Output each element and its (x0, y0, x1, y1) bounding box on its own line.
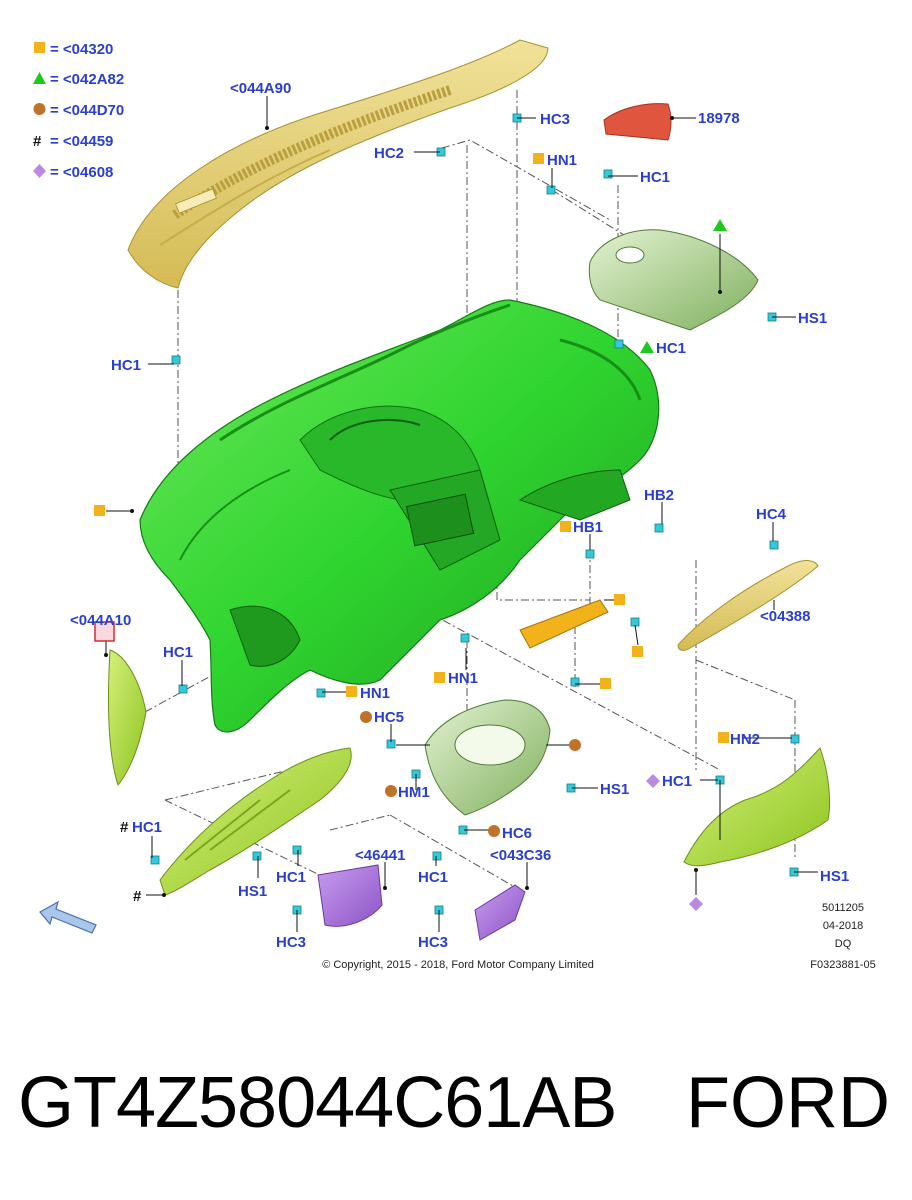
legend: = <04320 = <042A82 = <044D70 # = <04459 … (33, 41, 124, 181)
legend-entry-04608: = <04608 (50, 164, 113, 181)
cover-18978 (603, 103, 672, 141)
label-hn1-top: HN1 (547, 152, 577, 169)
label-hm1: HM1 (398, 784, 430, 801)
square-marker-icon (434, 672, 445, 683)
label-hc1-diamond: HC1 (662, 773, 692, 790)
legend-circle-icon (33, 103, 46, 115)
square-marker-icon (718, 732, 729, 743)
legend-hash-icon: # (33, 133, 42, 150)
label-hb2: HB2 (644, 487, 674, 504)
label-hc3-bottom-a: HC3 (276, 934, 306, 951)
brand-name: FORD (686, 1063, 890, 1143)
label-upper-pad: <044A90 (230, 80, 291, 97)
drawing-meta: 5011205 04-2018 DQ F0323881-05 © Copyrig… (322, 902, 876, 971)
legend-square-icon (34, 42, 45, 53)
hash-marker-icon: # (120, 819, 129, 836)
circle-marker-icon (488, 825, 500, 837)
legend-triangle-icon (33, 72, 46, 84)
leader-lines (104, 96, 818, 932)
instrument-panel-main (139, 299, 660, 733)
legend-entry-04459: = <04459 (50, 133, 113, 150)
label-hc6: HC6 (502, 825, 532, 842)
label-46441: <46441 (355, 847, 405, 864)
cluster-bezel (424, 699, 551, 816)
square-marker-icon (346, 686, 357, 697)
side-panel-044A10 (107, 649, 147, 787)
legend-diamond-icon (33, 164, 46, 178)
circle-marker-icon (569, 739, 581, 751)
trim-panel-upper-right (588, 229, 759, 331)
label-hash-hc1: HC1 (132, 819, 162, 836)
meta-figure: F0323881-05 (810, 959, 875, 971)
label-hn2: HN2 (730, 731, 760, 748)
front-arrow-icon (39, 900, 97, 934)
square-marker-icon (94, 505, 105, 516)
label-04388: <04388 (760, 608, 810, 625)
label-hb1: HB1 (573, 519, 603, 536)
meta-code: 5011205 (822, 902, 864, 914)
label-hc3-top: HC3 (540, 111, 570, 128)
trim-04388 (677, 560, 819, 651)
hash-marker-icon-2: # (133, 888, 142, 905)
label-hs1-bottom-left: HS1 (238, 883, 267, 900)
label-043C36: <043C36 (490, 847, 551, 864)
diamond-marker-icon (646, 774, 660, 788)
triangle-marker-icon (713, 219, 727, 231)
storage-bin-043C36 (474, 884, 526, 941)
lower-left-brace (159, 747, 352, 896)
parts-diagram: = <04320 = <042A82 = <044D70 # = <04459 … (33, 39, 876, 971)
symbol-markers (94, 153, 729, 911)
label-hc3-bottom-b: HC3 (418, 934, 448, 951)
legend-entry-04320: = <04320 (50, 41, 113, 58)
copyright: © Copyright, 2015 - 2018, Ford Motor Com… (322, 959, 594, 971)
label-hs1-cluster: HS1 (600, 781, 629, 798)
label-hs1-bottom-right: HS1 (820, 868, 849, 885)
callout-labels: <044A90 HC3 HC2 18978 HN1 HC1 HS1 HC1 HC… (70, 80, 849, 951)
label-hc4: HC4 (756, 506, 787, 523)
square-marker-icon (533, 153, 544, 164)
label-hc1-bottom-a: HC1 (276, 869, 306, 886)
label-hs1-right: HS1 (798, 310, 827, 327)
label-18978: 18978 (698, 110, 740, 127)
legend-entry-042A82: = <042A82 (50, 71, 124, 88)
highlight-box-icon (94, 621, 115, 642)
legend-entry-044D70: = <044D70 (50, 102, 124, 119)
label-hc1-left: HC1 (111, 357, 141, 374)
label-044A10: <044A10 (70, 612, 131, 629)
label-hn1-mid: HN1 (448, 670, 478, 687)
label-hc1-triangle: HC1 (656, 340, 686, 357)
square-marker-icon (600, 678, 611, 689)
circle-marker-icon (385, 785, 397, 797)
label-hc5: HC5 (374, 709, 404, 726)
label-hn1-mid-left: HN1 (360, 685, 390, 702)
orange-bracket (519, 599, 609, 649)
meta-initials: DQ (835, 938, 852, 950)
label-hc2-top: HC2 (374, 145, 404, 162)
label-hc1-bottom-b: HC1 (418, 869, 448, 886)
diamond-marker-icon (689, 897, 703, 911)
label-hc1-right-top: HC1 (640, 169, 670, 186)
upper-panel-pad (127, 39, 549, 289)
storage-bin-46441 (317, 864, 383, 927)
lower-right-brace (683, 747, 831, 867)
square-marker-icon (560, 521, 571, 532)
square-marker-icon (632, 646, 643, 657)
label-hc1-side: HC1 (163, 644, 193, 661)
circle-marker-icon (360, 711, 372, 723)
meta-date: 04-2018 (823, 920, 863, 932)
triangle-marker-icon (640, 341, 654, 353)
square-marker-icon (614, 594, 625, 605)
part-number: GT4Z58044C61AB (18, 1063, 617, 1143)
